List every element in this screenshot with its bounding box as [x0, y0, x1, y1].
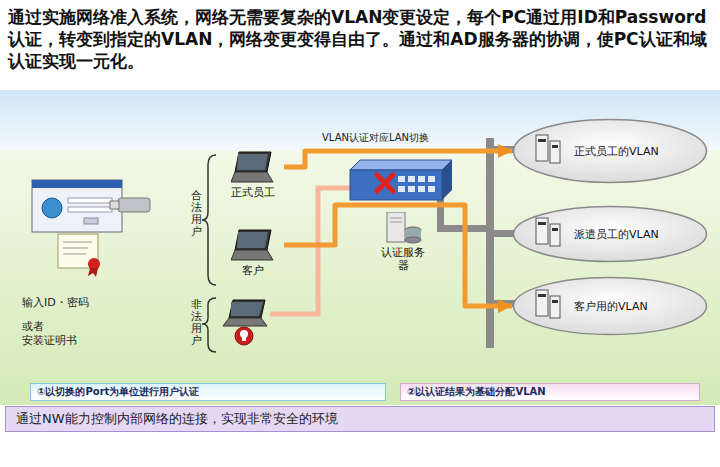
vlan-arrow	[284, 205, 512, 306]
note-box: ②以认证结果为基础分配VLAN	[400, 383, 700, 401]
auth-server: 认证服务 器	[378, 212, 428, 272]
switch	[350, 160, 452, 200]
deny-mark	[377, 175, 393, 191]
text-label: 或者 安装证明书	[22, 320, 102, 349]
user-pc: 正式员工	[222, 150, 284, 216]
group-label: 非法用户	[191, 299, 202, 347]
vlan-name: 正式员工的VLAN	[574, 144, 659, 159]
pc-window	[32, 180, 122, 232]
usb-key	[110, 198, 150, 212]
node-label: 认证服务 器	[378, 246, 428, 272]
caption-bar: 通过NW能力控制内部网络的连接，实现非常安全的环境	[5, 406, 715, 432]
backbone	[437, 138, 518, 348]
brackets	[202, 155, 216, 352]
note-text: ①以切换的Port为单位进行用户认证	[37, 385, 199, 399]
user-pc: 客户	[222, 228, 284, 288]
note-box: ①以切换的Port为单位进行用户认证	[30, 383, 386, 401]
vlan-arrow	[284, 151, 512, 167]
illegal-laptop	[223, 300, 267, 345]
text-label: VLAN认证对应LAN切换	[322, 131, 429, 144]
certificate	[58, 234, 100, 277]
note-text: ②以认证结果为基础分配VLAN	[407, 385, 546, 399]
vlan-node: 正式员工的VLAN	[512, 118, 708, 184]
server-icon	[383, 212, 423, 244]
vlan-node: 派遣员工的VLAN	[512, 205, 708, 263]
group-label: 合法用户	[191, 190, 202, 238]
network-ground	[0, 150, 720, 405]
vlan-node: 客户用的VLAN	[512, 276, 708, 336]
node-label: 客户	[222, 264, 284, 277]
text-label: 输入ID・密码	[22, 296, 89, 310]
laptop-icon	[231, 228, 275, 262]
vlan-name: 客户用的VLAN	[574, 299, 648, 314]
page-title: 通过实施网络准入系统，网络无需要复杂的VLAN变更设定，每个PC通过用ID和Pa…	[8, 6, 712, 72]
vlan-name: 派遣员工的VLAN	[574, 227, 659, 242]
laptop-icon	[231, 150, 275, 184]
caption-text: 通过NW能力控制内部网络的连接，实现非常安全的环境	[16, 410, 338, 428]
node-label: 正式员工	[222, 186, 284, 199]
